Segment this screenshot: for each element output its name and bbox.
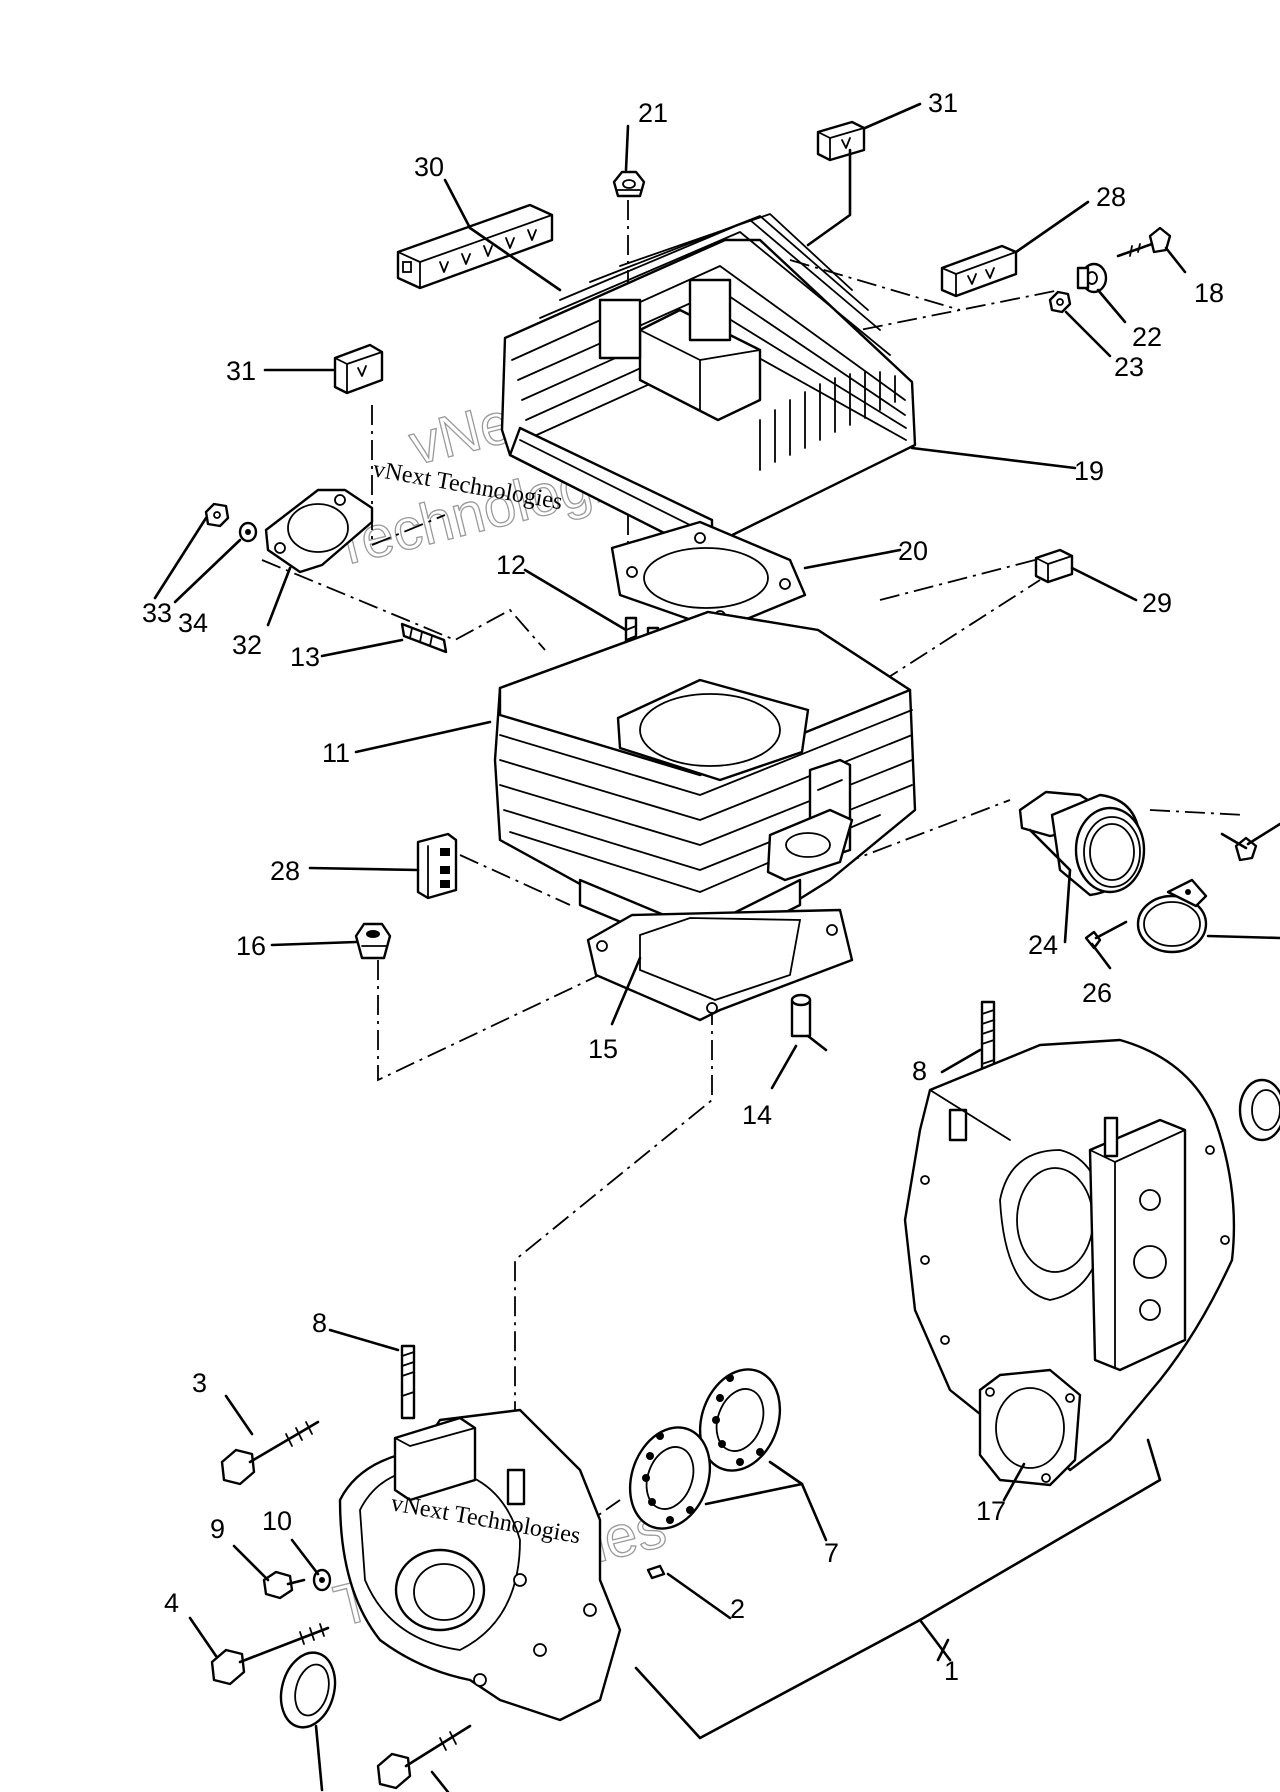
fin-damper-long [396,203,554,290]
nut-21 [612,170,646,198]
callout-32: 32 [232,630,262,660]
cover-gasket-17 [978,1368,1082,1487]
callout-14: 14 [742,1100,772,1130]
damper-block-29 [1034,548,1074,584]
bolt-right-edge [1220,822,1280,862]
callout-34: 34 [178,608,208,638]
stud-13 [400,622,448,654]
leader-lines [153,102,1280,1792]
callout-17: 17 [976,1496,1006,1526]
seal-right-edge [1238,1078,1280,1142]
callout-29: 29 [1142,588,1172,618]
nut-23 [1048,290,1072,314]
callout-2: 2 [730,1594,745,1624]
callout-24: 24 [1028,930,1058,960]
cylinder-head [500,213,917,547]
washer-22 [1076,262,1108,294]
base-gasket [586,908,854,1022]
damper-block-top [816,120,866,162]
callout-22: 22 [1132,322,1162,352]
callout-28-left: 28 [270,856,300,886]
callout-13: 13 [290,642,320,672]
callout-8-lower: 8 [312,1308,327,1338]
callout-31-top: 31 [928,88,958,118]
callout-33: 33 [142,598,172,628]
intake-manifold-24 [1018,790,1146,897]
bearing-7a [698,1368,782,1472]
callout-16: 16 [236,931,266,961]
callout-21: 21 [638,98,668,128]
bearing-7b [628,1426,712,1530]
callout-9: 9 [210,1514,225,1544]
callout-26: 26 [1082,978,1112,1008]
callout-15: 15 [588,1034,618,1064]
callout-20: 20 [898,536,928,566]
damper-block-left [333,343,384,395]
temp-sensor-14 [790,993,828,1052]
callout-4: 4 [164,1588,179,1618]
callout-11: 11 [322,738,350,768]
hose-clamp [1136,878,1208,954]
callout-8-upper: 8 [912,1056,927,1086]
callout-1: 1 [944,1656,959,1686]
callout-30: 30 [414,152,444,182]
washer-34 [238,521,258,543]
damper-block-28-left [416,832,458,900]
bolt-4 [210,1623,330,1686]
damper-block-28-top [940,244,1018,298]
callout-10: 10 [262,1506,292,1536]
callout-labels: 31 21 30 28 18 22 23 31 19 20 29 12 33 3… [142,88,1224,1686]
cylinder [493,610,917,957]
callout-28-top: 28 [1096,182,1126,212]
nut-16 [354,922,392,960]
head-gasket [610,520,807,632]
crankcase-left-half [338,1408,622,1722]
stud-8-lower [400,1344,416,1420]
bolt-3 [220,1420,320,1486]
exhaust-gasket-32 [264,488,374,574]
callout-7: 7 [824,1538,839,1568]
callout-18: 18 [1194,278,1224,308]
bolt-18 [1116,226,1172,258]
callout-12: 12 [496,550,526,580]
oil-seal-lower-left [279,1651,337,1729]
nut-33 [204,502,230,528]
dowel-pin-2 [646,1564,666,1580]
plug-9 [262,1570,306,1600]
callout-31-left: 31 [226,356,256,386]
callout-3: 3 [192,1368,207,1398]
callout-19: 19 [1074,456,1104,486]
crankcase-right-half [903,1038,1236,1472]
callout-23: 23 [1114,352,1144,382]
bolt-bottom [376,1724,472,1790]
